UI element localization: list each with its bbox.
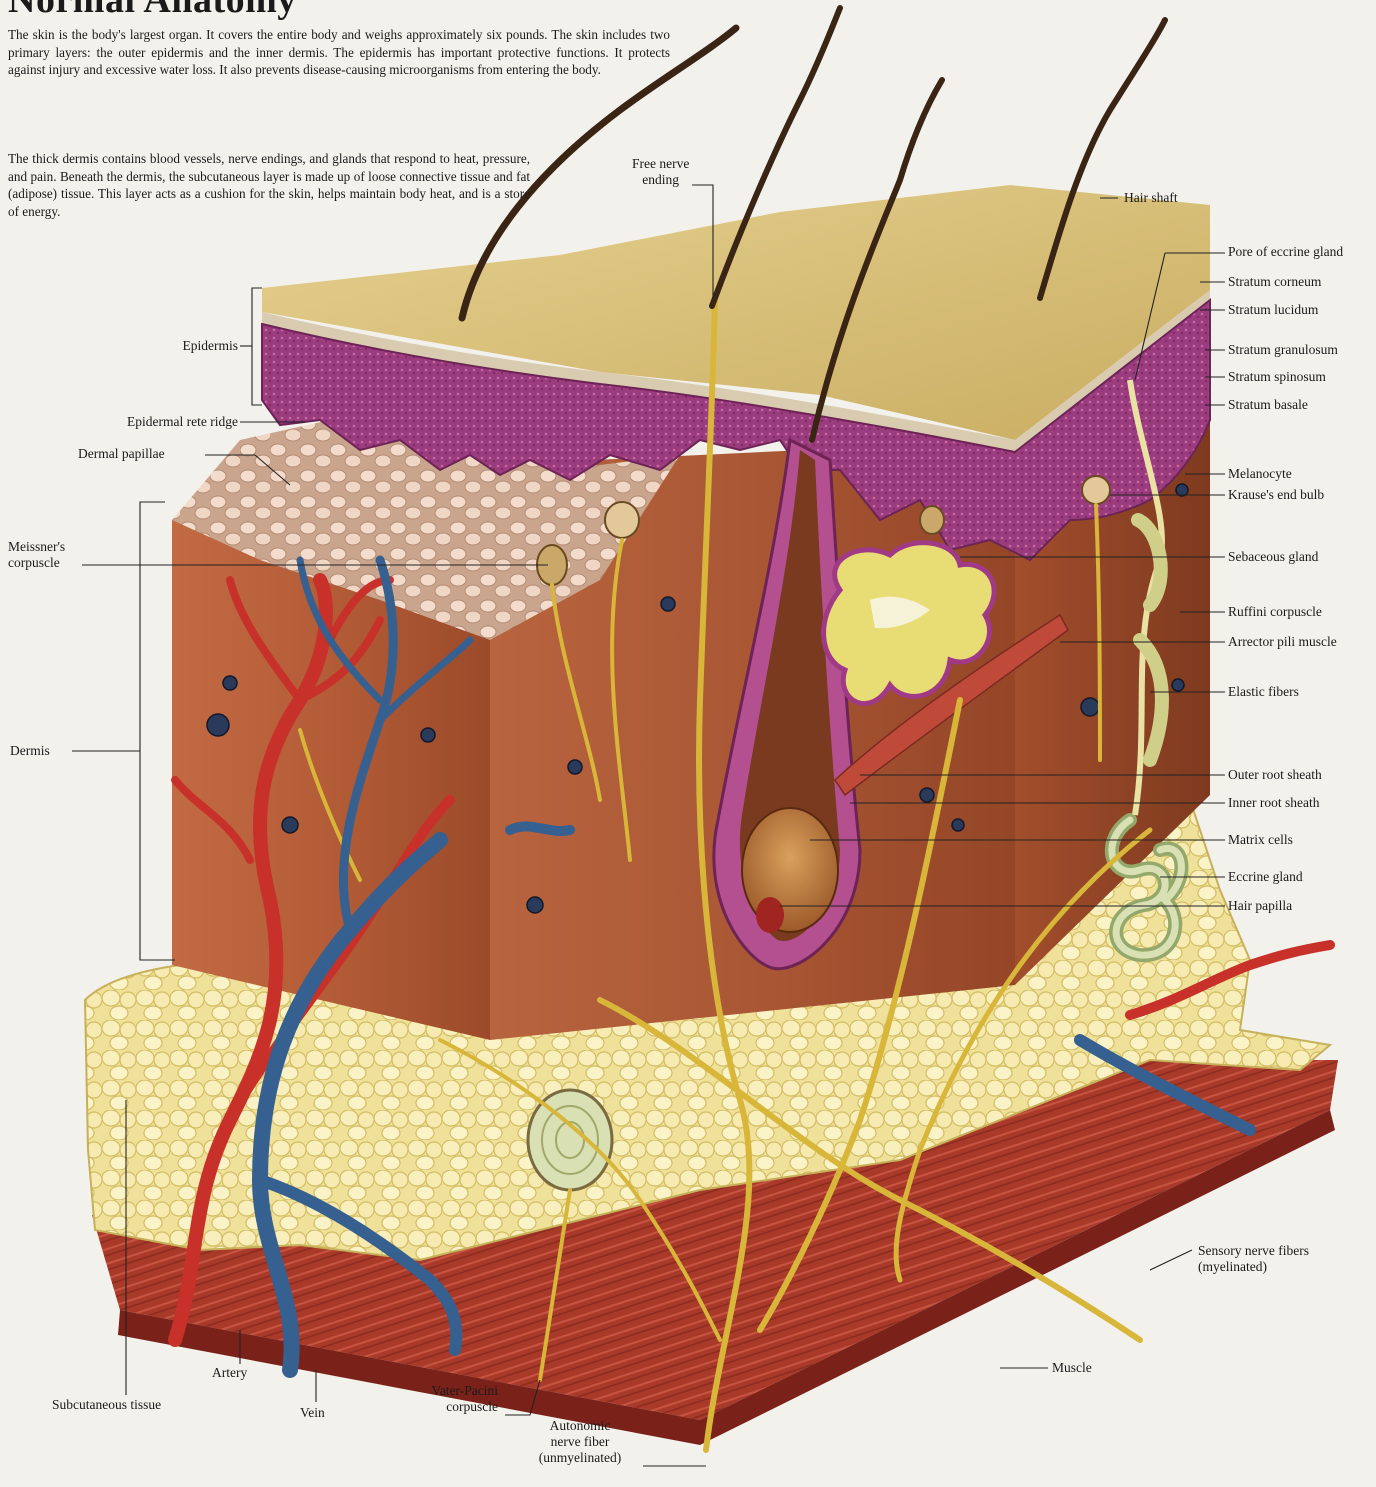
label-sebaceous-gland: Sebaceous gland [1228,549,1318,565]
label-vein: Vein [300,1405,325,1421]
label-stratum-basale: Stratum basale [1228,397,1308,413]
dermis-paragraph: The thick dermis contains blood vessels,… [8,150,530,220]
label-autonomic-nerve-fiber: Autonomic nerve fiber (unmyelinated) [520,1418,640,1466]
label-krauses-end-bulb: Krause's end bulb [1228,487,1324,503]
label-subcutaneous-tissue: Subcutaneous tissue [52,1397,161,1413]
page-title: Normal Anatomy [8,0,297,22]
label-elastic-fibers: Elastic fibers [1228,684,1299,700]
intro-paragraph: The skin is the body's largest organ. It… [8,26,670,79]
label-artery: Artery [212,1365,247,1381]
label-vater-pacini-corpuscle: Vater-Pacini corpuscle [380,1383,498,1415]
label-free-nerve-ending: Free nerve ending [632,156,689,188]
label-epidermal-rete-ridge: Epidermal rete ridge [40,414,238,430]
label-meissners-corpuscle: Meissner's corpuscle [8,539,65,571]
label-stratum-corneum: Stratum corneum [1228,274,1321,290]
label-ruffini-corpuscle: Ruffini corpuscle [1228,604,1322,620]
label-muscle: Muscle [1052,1360,1092,1376]
hair-papilla [756,897,784,933]
label-stratum-lucidum: Stratum lucidum [1228,302,1318,318]
label-melanocyte: Melanocyte [1228,466,1292,482]
label-sensory-nerve-fibers: Sensory nerve fibers (myelinated) [1198,1243,1309,1275]
label-stratum-spinosum: Stratum spinosum [1228,369,1326,385]
label-hair-papilla: Hair papilla [1228,898,1292,914]
label-dermal-papillae: Dermal papillae [78,446,165,462]
label-inner-root-sheath: Inner root sheath [1228,795,1319,811]
label-dermis: Dermis [10,743,50,759]
label-pore-eccrine-gland: Pore of eccrine gland [1228,244,1343,260]
label-arrector-pili-muscle: Arrector pili muscle [1228,634,1337,650]
label-hair-shaft: Hair shaft [1124,190,1178,206]
label-eccrine-gland: Eccrine gland [1228,869,1303,885]
label-epidermis: Epidermis [100,338,238,354]
label-matrix-cells: Matrix cells [1228,832,1293,848]
label-stratum-granulosum: Stratum granulosum [1228,342,1338,358]
label-outer-root-sheath: Outer root sheath [1228,767,1322,783]
